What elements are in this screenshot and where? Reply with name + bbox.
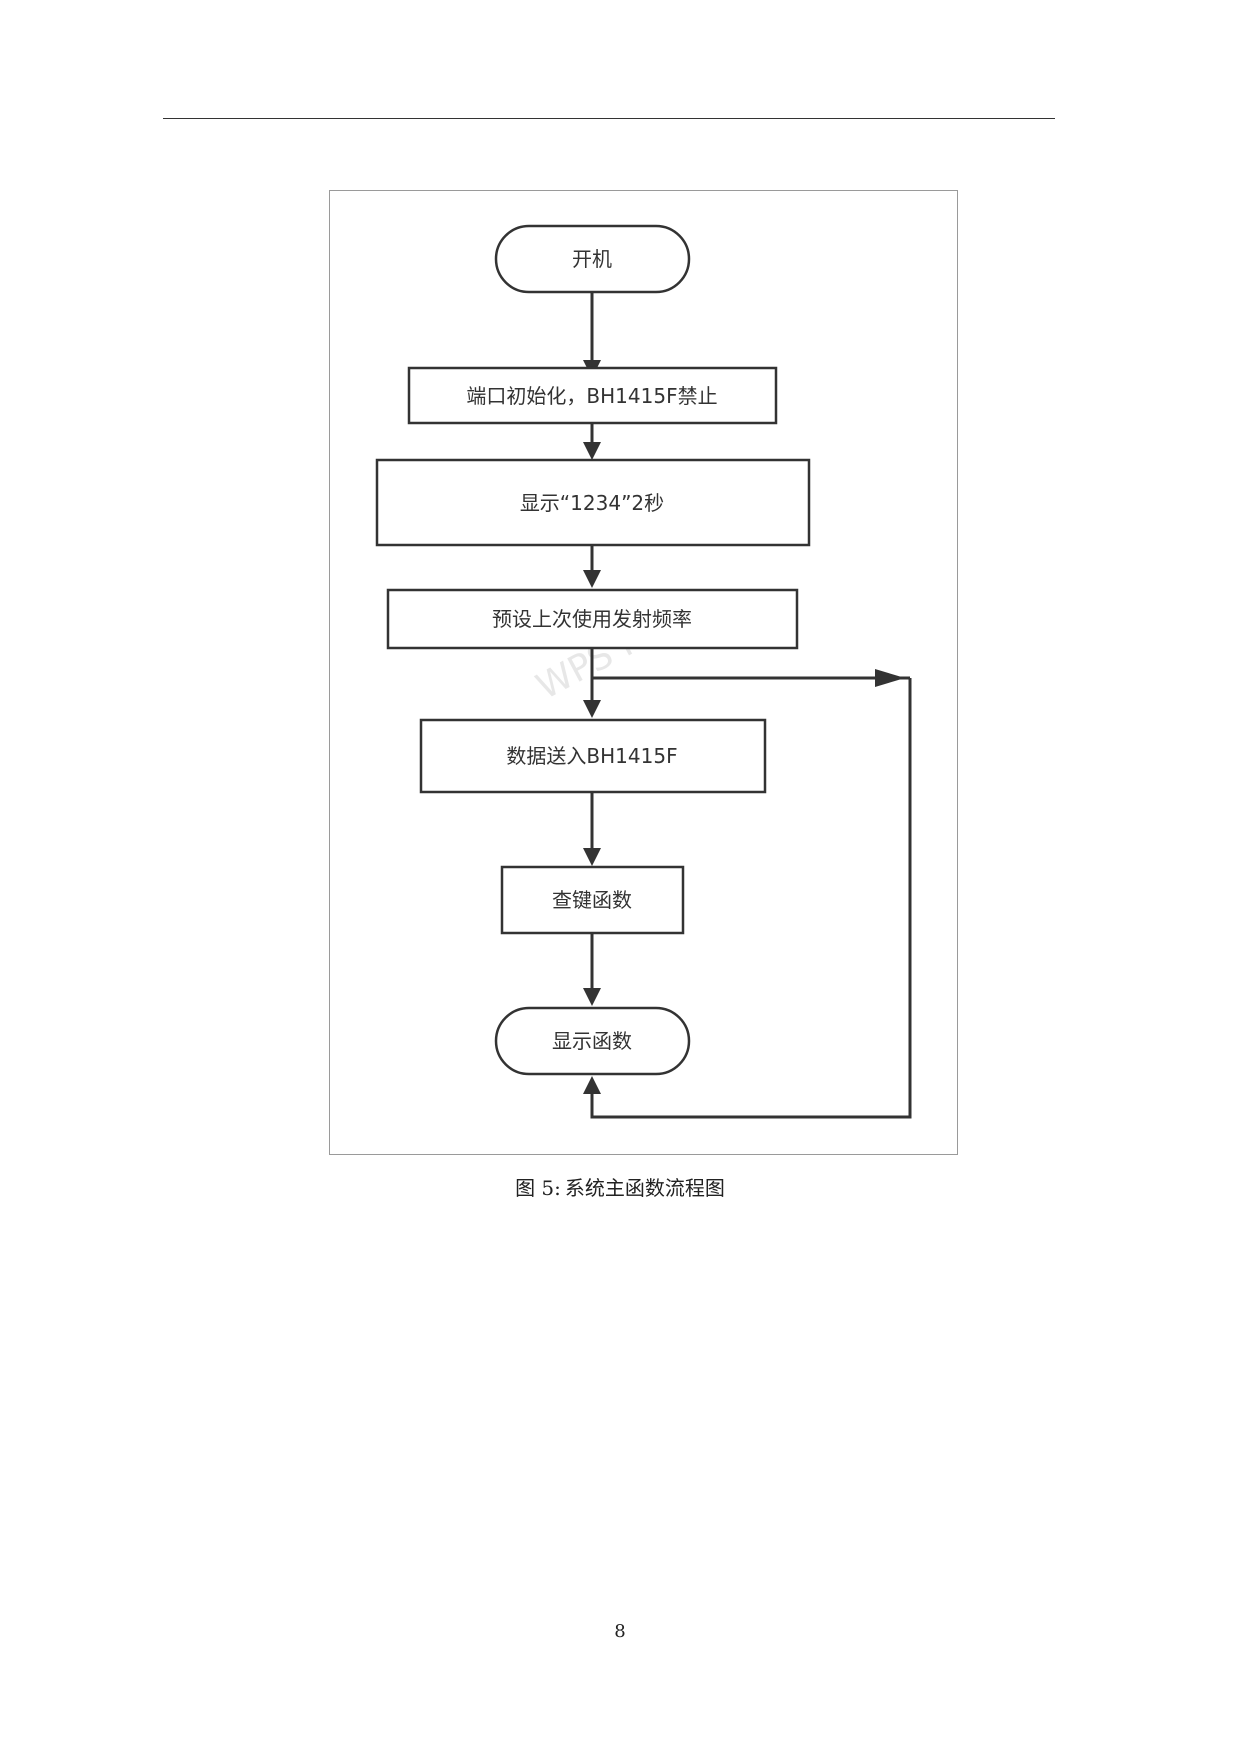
arrowhead-keycheck: [583, 848, 601, 866]
figure-caption: 图 5:系统主函数流程图: [0, 1172, 1240, 1201]
node-display-label: 显示“1234”2秒: [520, 491, 664, 515]
figure-frame: [329, 190, 958, 1155]
node-display: 显示“1234”2秒: [375, 458, 811, 547]
node-display-func: 显示函数: [494, 1006, 691, 1076]
node-preset-label: 预设上次使用发射频率: [492, 607, 692, 631]
node-start: 开机: [494, 224, 691, 294]
node-init: 端口初始化，BH1415F禁止: [407, 366, 778, 425]
node-start-label: 开机: [572, 247, 612, 271]
node-key-check-label: 查键函数: [552, 888, 632, 912]
arrowhead-send: [583, 700, 601, 718]
connectors: [583, 292, 912, 1119]
caption-label: 图 5:: [515, 1176, 561, 1200]
node-send: 数据送入BH1415F: [419, 718, 767, 794]
node-key-check: 查键函数: [500, 865, 685, 935]
node-send-label: 数据送入BH1415F: [506, 744, 677, 768]
node-display-func-label: 显示函数: [552, 1029, 632, 1053]
header-rule: [163, 118, 1055, 119]
caption-title: 系统主函数流程图: [564, 1176, 725, 1200]
arrowhead-displayfunc: [583, 988, 601, 1006]
page-number: 8: [614, 1621, 626, 1642]
arrowhead-display: [583, 442, 601, 460]
arrowhead-loop-right: [875, 669, 905, 687]
loop-return-line: [590, 678, 912, 1119]
node-init-label: 端口初始化，BH1415F禁止: [466, 384, 717, 408]
arrowhead-preset: [583, 570, 601, 588]
node-preset: 预设上次使用发射频率: [386, 588, 799, 650]
arrowhead-loop-up: [583, 1076, 601, 1094]
